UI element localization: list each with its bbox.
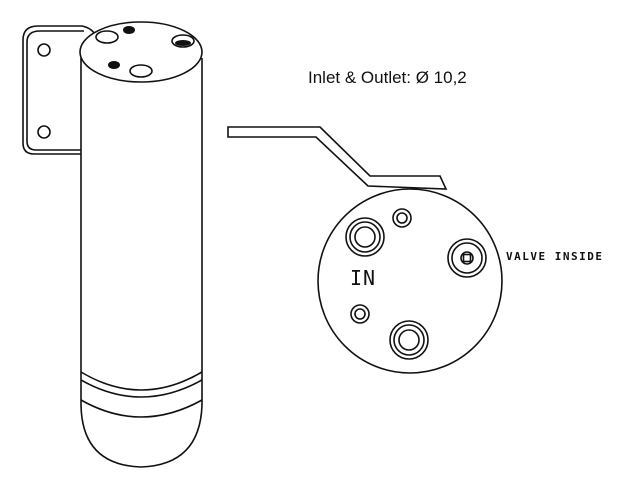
bracket-hole-icon	[37, 43, 51, 57]
inlet-port-icon	[345, 217, 385, 257]
inlet-label: IN	[350, 266, 377, 290]
bracket-hole-icon	[37, 125, 51, 139]
drier-cylinder	[79, 21, 203, 468]
mounting-bracket	[22, 25, 97, 155]
outlet-port-icon	[389, 320, 429, 360]
outlet-pipe	[227, 126, 448, 190]
small-hole-icon	[350, 304, 370, 324]
inlet-outlet-spec: Inlet & Outlet: Ø 10,2	[308, 68, 467, 87]
end-view	[317, 188, 503, 374]
small-hole-icon	[392, 208, 412, 228]
valve-label: VALVE INSIDE	[506, 250, 604, 263]
valve-port-icon	[447, 238, 487, 278]
